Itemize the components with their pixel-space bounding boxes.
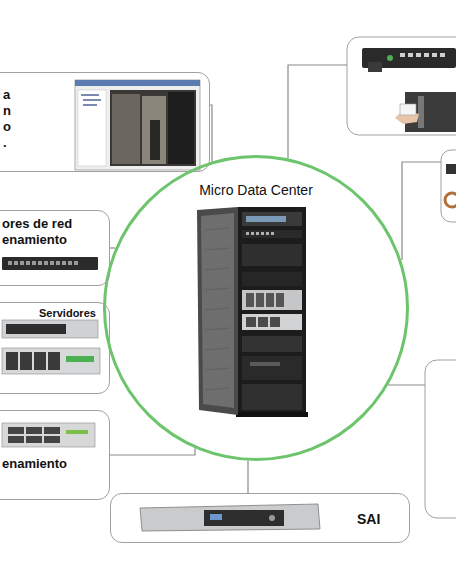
right-box [441,150,456,222]
monitoring-screenshot [75,80,200,170]
connector-line [247,461,248,493]
right-box [425,360,456,518]
sensor-icon [445,164,456,207]
ups-box: SAI [110,493,410,543]
card-reader-icon [395,92,456,132]
node-label: Servidores [39,305,109,321]
node-label: ores de red enamiento [2,216,88,248]
ups-icon [140,504,320,531]
servers-box: Servidores [0,302,110,394]
rack-cabinet [197,207,308,417]
monitoring-box: a n o . [0,72,210,172]
node-label: a n o . [3,87,13,151]
node-label: enamiento [2,456,102,472]
node-label: Micro Data Center [106,182,406,198]
network-storage-box: ores de red enamiento [0,210,110,286]
connector-line [110,448,195,455]
node-label: SAI [357,511,401,527]
network-switch-icon [2,257,98,270]
pdu-icon [362,48,456,72]
server-icon [2,320,100,374]
micro-data-center-circle: Micro Data Center [103,155,409,461]
storage-box: enamiento [0,410,110,500]
leader-lines [288,65,441,385]
storage-icon [2,423,95,447]
right-box [347,37,456,135]
connector-line [210,105,212,162]
connector-line [110,247,115,248]
